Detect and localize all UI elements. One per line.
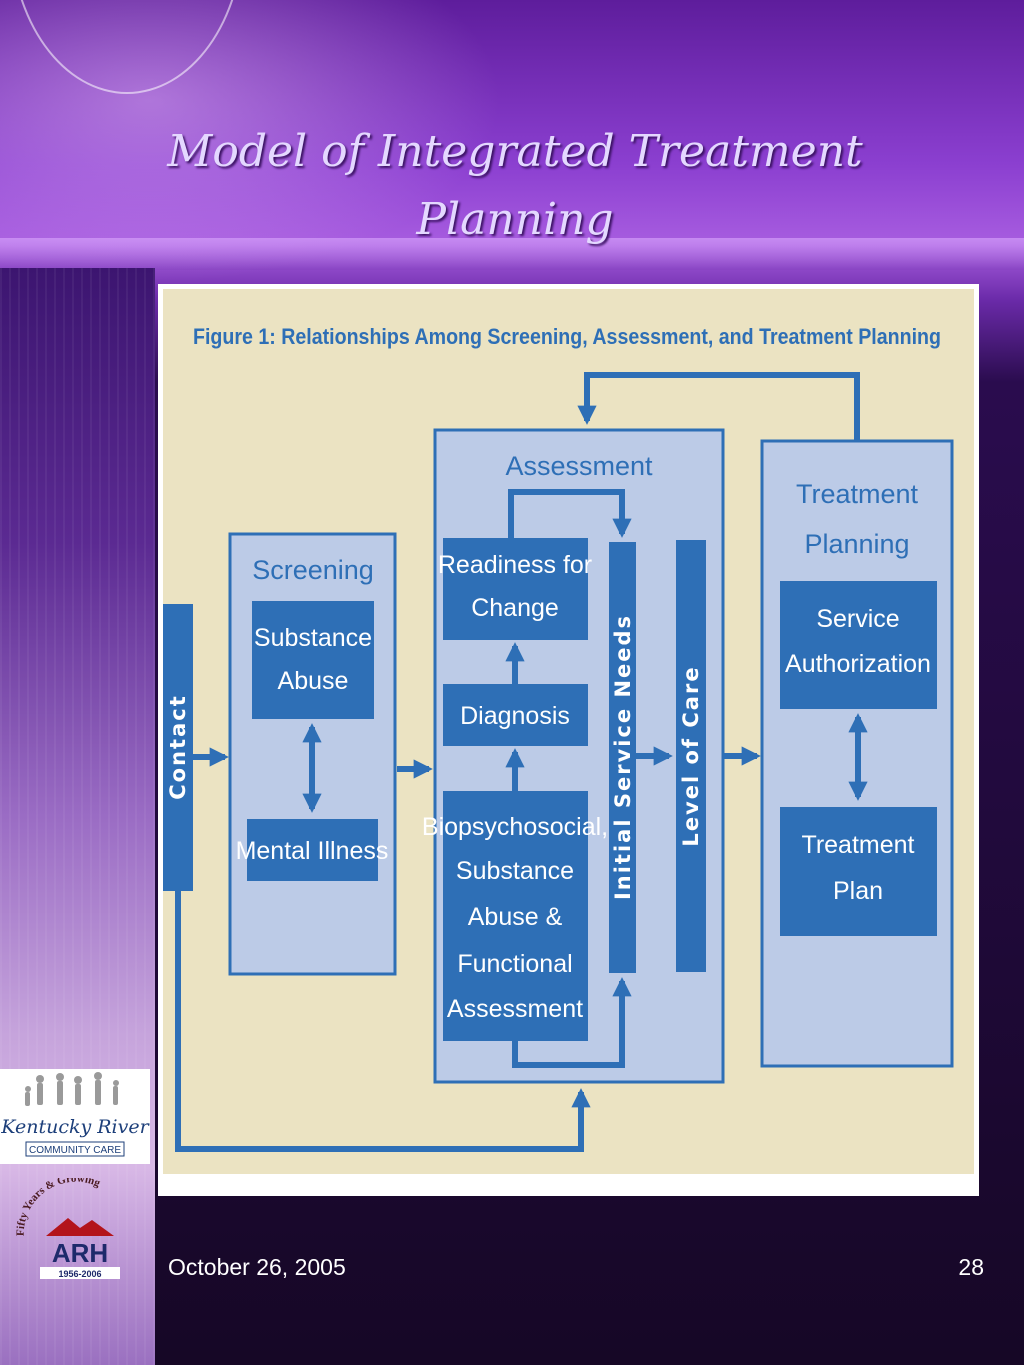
assessment-title: Assessment — [505, 451, 653, 481]
biopsychosocial-line-2: Substance — [456, 857, 574, 885]
readiness-for-change-box — [443, 538, 588, 640]
readiness-line-2: Change — [471, 594, 559, 622]
arh-name: ARH — [52, 1238, 108, 1268]
krcc-name: Kentucky River — [0, 1116, 150, 1138]
biopsychosocial-line-5: Assessment — [447, 995, 583, 1023]
slide-title-line-2: Planning — [416, 194, 614, 245]
krcc-subtitle: COMMUNITY CARE — [29, 1145, 121, 1156]
figure-caption: Figure 1: Relationships Among Screening,… — [193, 324, 941, 349]
treatment-plan-line-2: Plan — [833, 877, 883, 905]
service-authorization-box — [780, 581, 937, 709]
arh-logo: Fifty Years & Growing ARH 1956-2006 — [6, 1173, 146, 1288]
kentucky-river-logo: Kentucky River COMMUNITY CARE — [0, 1069, 151, 1164]
initial-service-needs-bar — [609, 542, 636, 973]
contact-bar — [163, 604, 193, 891]
biopsychosocial-box — [443, 791, 588, 1041]
biopsychosocial-line-4: Functional — [457, 950, 572, 978]
treatment-planning-title-line-2: Planning — [804, 529, 909, 559]
slide-title-line-1: Model of Integrated Treatment — [167, 126, 863, 177]
service-authorization-line-2: Authorization — [785, 650, 931, 678]
page-number: 28 — [958, 1254, 984, 1280]
treatment-plan-box — [780, 807, 937, 936]
footer-date: October 26, 2005 — [168, 1254, 346, 1280]
level-of-care-bar — [676, 540, 706, 972]
initial-service-needs-label: Initial Service Needs — [611, 614, 635, 900]
slide-title: Model of Integrated Treatment Planning — [100, 118, 930, 254]
arrow-readiness-to-needs — [508, 489, 632, 538]
arh-years: 1956-2006 — [58, 1269, 101, 1279]
figure-panel: Figure 1: Relationships Among Screening,… — [163, 289, 974, 1174]
biopsychosocial-line-3: Abuse & — [468, 903, 563, 931]
treatment-plan-line-1: Treatment — [801, 831, 914, 859]
treatment-planning-title-line-1: Treatment — [796, 479, 919, 509]
relationship-diagram: Figure 1: Relationships Among Screening,… — [163, 324, 954, 1152]
mental-illness-box — [247, 819, 378, 881]
mental-illness-label: Mental Illness — [236, 837, 389, 865]
diagnosis-box — [443, 684, 588, 746]
arrow-feedback-to-assessment — [577, 372, 860, 441]
level-of-care-label: Level of Care — [679, 665, 703, 846]
contact-label: Contact — [166, 694, 190, 800]
arrow-biopsychosocial-to-needs — [512, 977, 632, 1068]
diagnosis-label: Diagnosis — [460, 702, 570, 730]
service-authorization-line-1: Service — [816, 605, 899, 633]
title-divider-band — [0, 238, 1024, 270]
substance-abuse-line-1: Substance — [254, 624, 372, 652]
figure-frame: Figure 1: Relationships Among Screening,… — [158, 284, 979, 1196]
screening-title: Screening — [252, 555, 374, 585]
substance-abuse-line-2: Abuse — [278, 667, 349, 695]
substance-abuse-box — [252, 601, 374, 719]
arrow-contact-to-assessment — [175, 891, 591, 1152]
readiness-line-1: Readiness for — [438, 551, 592, 579]
biopsychosocial-line-1: Biopsychosocial, — [422, 813, 608, 841]
left-decorative-strip — [0, 268, 155, 1365]
